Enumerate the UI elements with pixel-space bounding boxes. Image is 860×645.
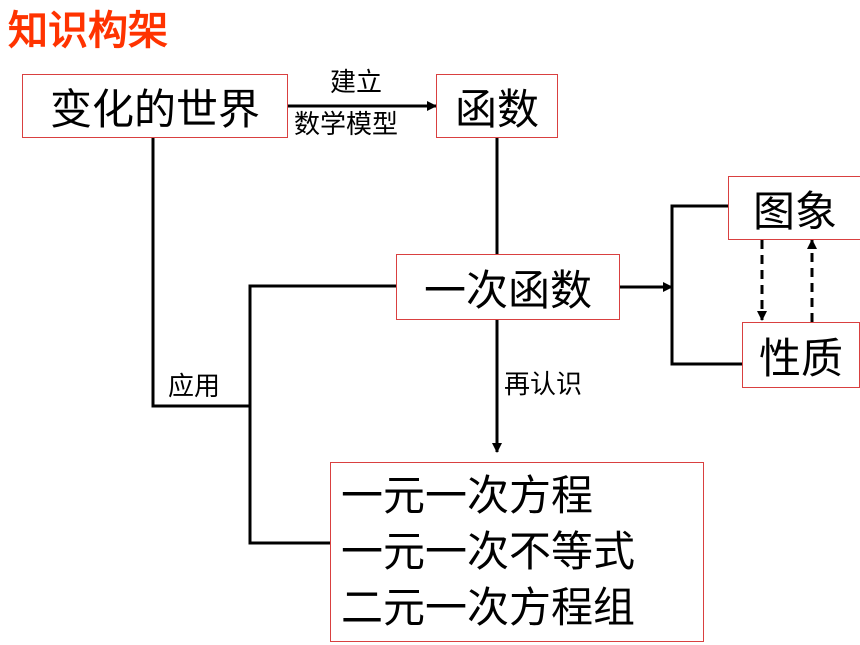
node-changing-world: 变化的世界 [22, 74, 288, 138]
bracket-apply [248, 284, 396, 545]
node-linear-function: 一次函数 [396, 254, 620, 320]
label-recognize: 再认识 [504, 370, 583, 400]
equation-item: 二元一次方程组 [341, 583, 636, 632]
bracket-graph-property [670, 204, 742, 366]
node-function: 函数 [436, 74, 558, 138]
label-apply: 应用 [168, 372, 221, 402]
line-world-to-apply [151, 138, 250, 408]
node-graph: 图象 [728, 176, 860, 240]
equation-item: 一元一次不等式 [341, 527, 636, 576]
label-model-top: 建立 [330, 68, 383, 98]
node-property: 性质 [742, 322, 860, 388]
label-model-bottom: 数学模型 [294, 110, 399, 140]
equation-item: 一元一次方程 [341, 471, 594, 520]
node-equations: 一元一次方程 一元一次不等式 二元一次方程组 [330, 462, 704, 642]
page-title: 知识构架 [8, 8, 168, 54]
